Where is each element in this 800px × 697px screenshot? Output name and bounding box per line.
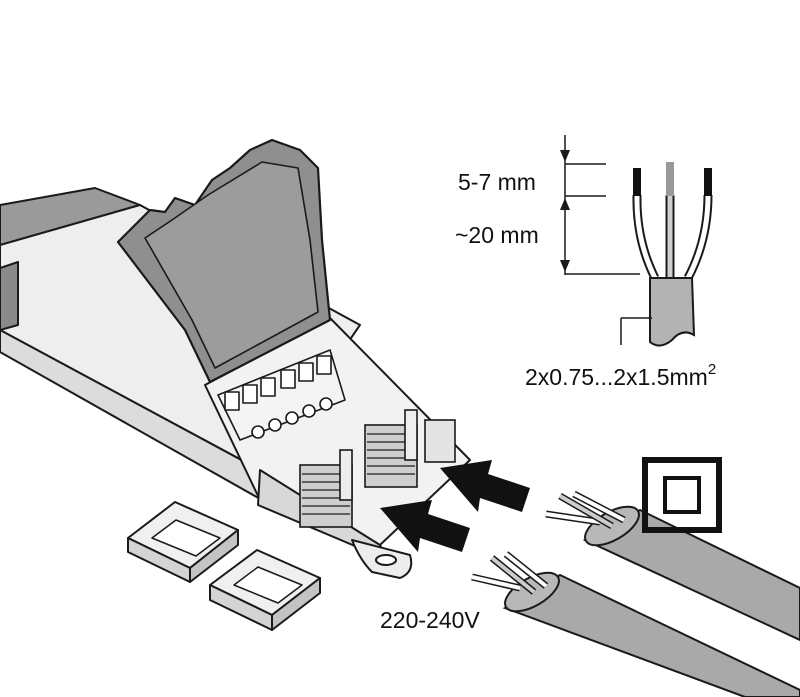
wire-gauge-label: 2x0.75...2x1.5mm2 <box>525 361 716 390</box>
cable-rear <box>545 490 800 642</box>
strain-relief-clamps <box>299 409 456 528</box>
hinged-lid <box>116 138 332 384</box>
cable-sheath <box>649 277 696 347</box>
push-lever <box>298 362 314 382</box>
wire-entry-hole <box>251 425 265 439</box>
cable-front <box>471 551 800 697</box>
dimension-arrow <box>560 150 570 162</box>
connector-block <box>217 349 346 441</box>
class-ii-double-insulation-icon <box>642 457 722 533</box>
push-lever <box>316 355 332 375</box>
dimension-arrow <box>560 260 570 272</box>
conductor <box>685 194 711 280</box>
housing-end-cap <box>0 261 19 331</box>
wire-entry-hole <box>319 397 333 411</box>
push-lever <box>280 369 296 389</box>
insertion-arrow-icon <box>380 500 470 552</box>
clamp-ribs <box>302 433 415 515</box>
dimension-arrow <box>560 198 570 210</box>
wire-gauge-exponent: 2 <box>708 361 716 378</box>
clamp-post <box>404 409 418 461</box>
stripping-detail <box>560 135 713 347</box>
loose-clamp <box>209 549 321 631</box>
clamp-post <box>339 449 353 501</box>
lid-inner <box>144 161 319 369</box>
strip-length-label: 5-7 mm <box>458 169 536 195</box>
wire-entry-hole <box>302 404 316 418</box>
wire-entry-hole <box>285 411 299 425</box>
wire-gauge-text: 2x0.75...2x1.5mm <box>525 364 708 390</box>
loose-clamp <box>127 501 239 583</box>
conductor <box>634 194 658 280</box>
wire-entry-hole <box>268 418 282 432</box>
push-lever <box>260 377 276 397</box>
strain-relief-hole <box>375 554 397 566</box>
push-lever <box>242 384 258 404</box>
clamp-post <box>424 419 456 463</box>
insertion-arrow-icon <box>440 460 530 512</box>
push-lever <box>224 391 240 411</box>
sheath-strip-label: ~20 mm <box>455 222 539 248</box>
voltage-label: 220-240V <box>380 607 480 633</box>
